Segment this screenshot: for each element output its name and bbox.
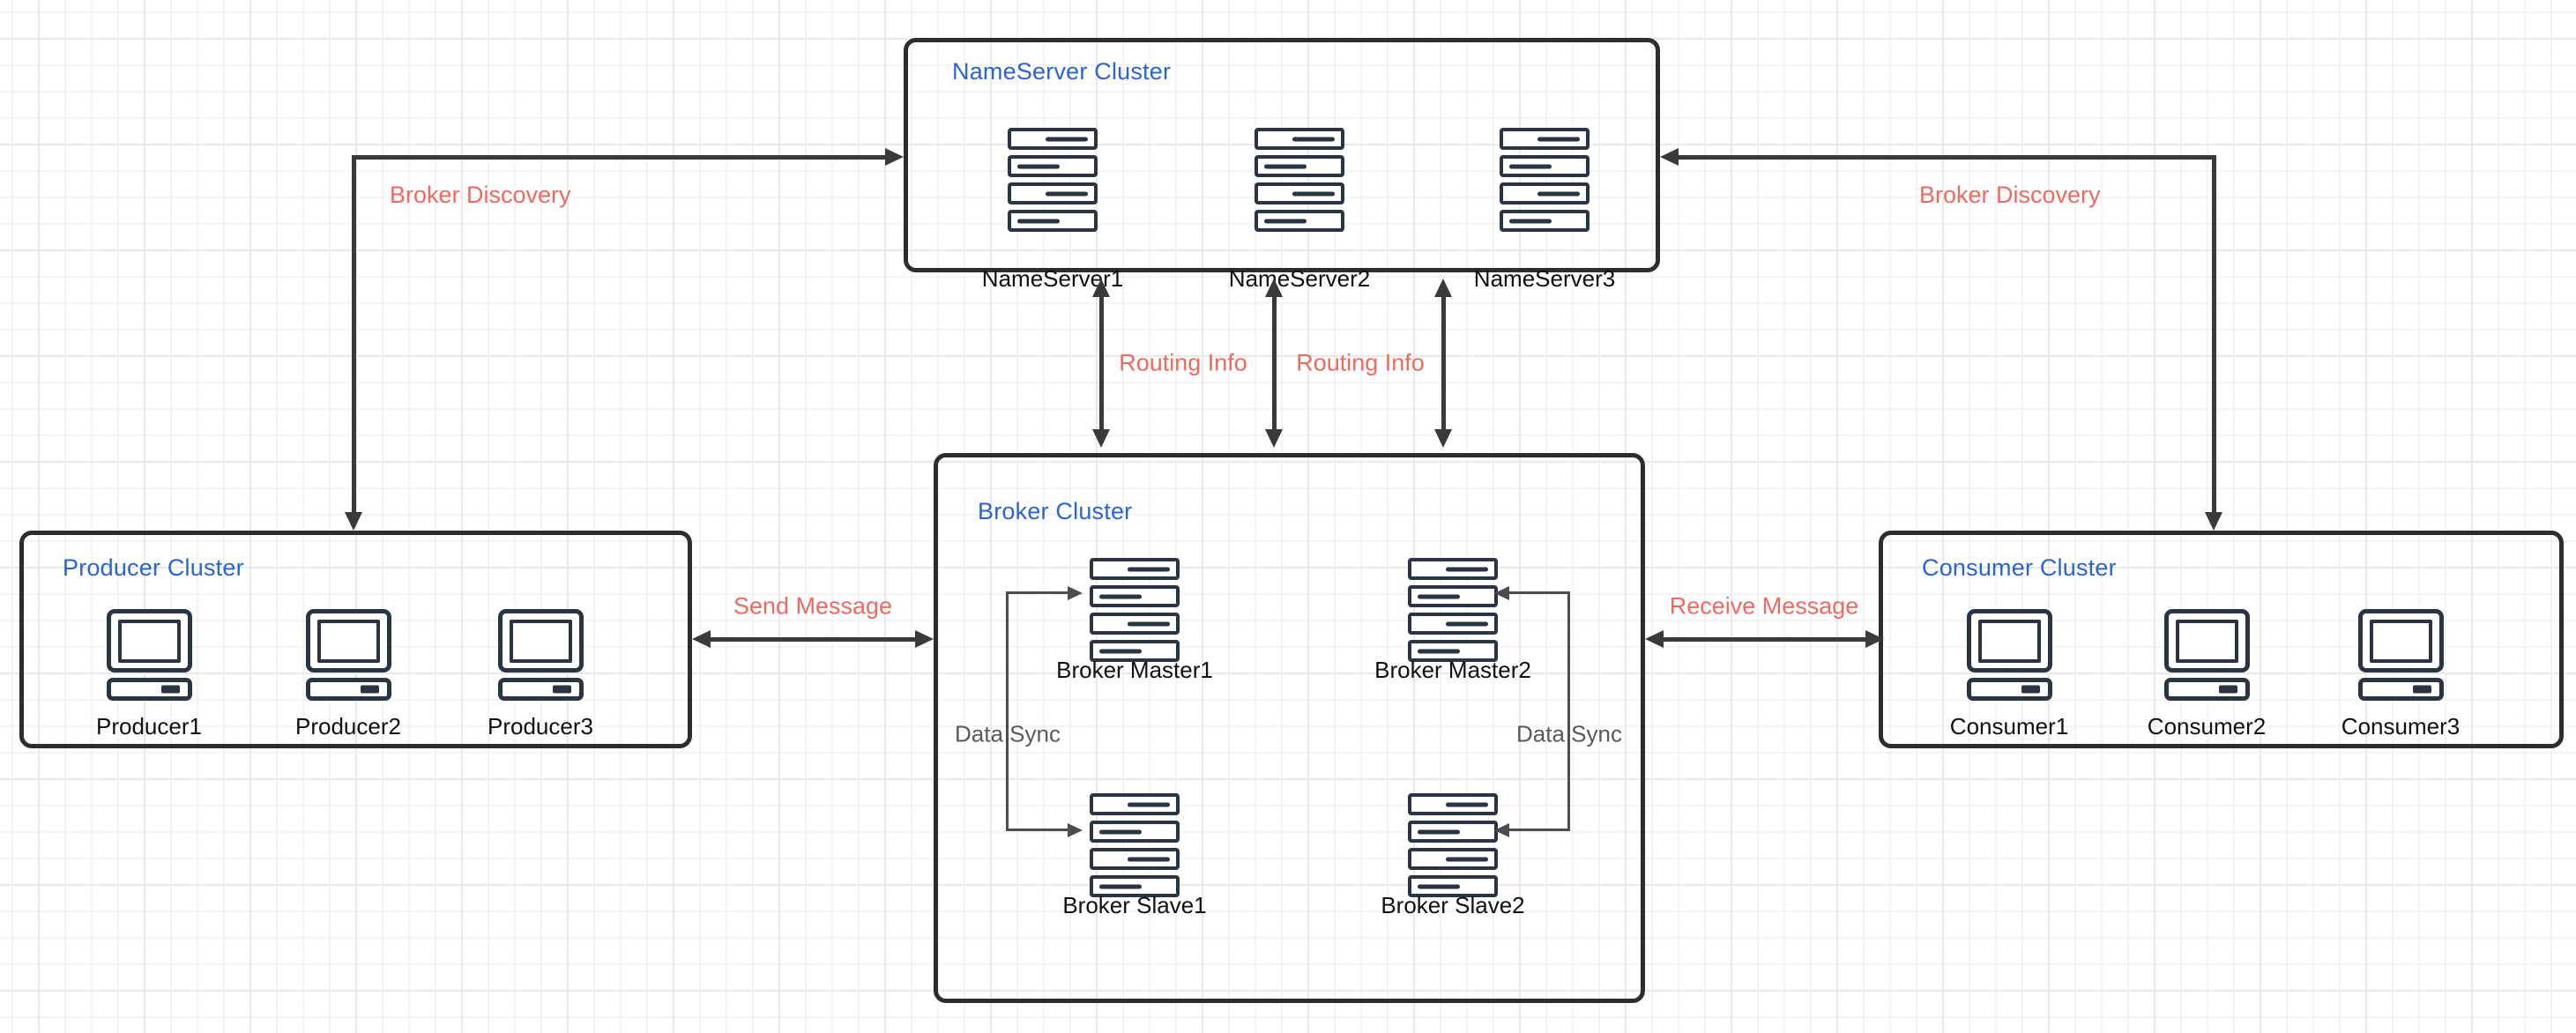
edge-data-sync-left-bottom-hline (1006, 829, 1068, 831)
consumer-cluster-title: Consumer Cluster (1922, 554, 2117, 581)
arrow-head-left (692, 630, 711, 648)
edge-routing-vline-3 (1441, 294, 1446, 432)
arrow-head-up (1265, 279, 1283, 297)
node-label-consumer1: Consumer1 (1949, 713, 2069, 739)
desktop-computer-icon (2358, 609, 2444, 701)
server-rack-icon (1008, 128, 1098, 232)
server-rack-icon (1408, 793, 1498, 897)
arrow-head-up (1092, 279, 1110, 297)
edge-broker-discovery-right-hline (1679, 155, 2215, 160)
broker-cluster-title: Broker Cluster (978, 498, 1133, 524)
server-rack-icon (1408, 558, 1498, 662)
edge-label-data-sync-left: Data Sync (955, 720, 1061, 747)
desktop-computer-icon (498, 609, 584, 701)
edge-data-sync-left-vline (1006, 591, 1009, 831)
edge-routing-vline-2 (1272, 294, 1277, 432)
arrow-head-down (2205, 512, 2222, 531)
desktop-computer-icon (2164, 609, 2250, 701)
edge-label-routing-info-1: Routing Info (1119, 349, 1247, 376)
arrow-head-right (1068, 586, 1083, 600)
edge-data-sync-right-top-hline (1509, 591, 1570, 594)
edge-label-receive-message: Receive Message (1669, 592, 1859, 620)
edge-label-send-message: Send Message (733, 592, 893, 620)
producer-cluster-title: Producer Cluster (63, 554, 244, 581)
edge-data-sync-right-bottom-hline (1509, 829, 1570, 831)
edge-label-broker-discovery-right: Broker Discovery (1919, 182, 2101, 208)
desktop-computer-icon (1967, 609, 2052, 701)
edge-data-sync-left-top-hline (1006, 591, 1068, 594)
server-rack-icon (1090, 558, 1180, 662)
edge-broker-discovery-right-vline (2212, 155, 2216, 514)
producer-cluster-box: Producer Cluster Producer1 Producer2 Pro… (19, 531, 692, 748)
edge-broker-discovery-left-hline (352, 155, 886, 160)
arrow-head-left (1494, 586, 1509, 600)
server-rack-icon (1500, 128, 1590, 232)
node-label-broker-slave1: Broker Slave1 (1062, 892, 1207, 918)
edge-receive-message-line (1663, 637, 1866, 642)
node-label-broker-master1: Broker Master1 (1056, 657, 1213, 683)
node-label-consumer2: Consumer2 (2147, 713, 2267, 739)
arrow-head-left (1494, 823, 1509, 837)
desktop-computer-icon (107, 609, 192, 701)
arrow-head-left (1660, 148, 1679, 166)
arrow-head-right (1865, 630, 1884, 648)
server-rack-icon (1090, 793, 1180, 897)
edge-label-broker-discovery-left: Broker Discovery (390, 182, 571, 208)
arrow-head-down (1434, 429, 1452, 448)
arrow-head-down (1092, 429, 1110, 448)
edge-routing-vline-1 (1099, 294, 1104, 432)
arrow-head-right (915, 630, 934, 648)
arrow-head-up (1434, 279, 1452, 297)
arrow-head-right (1068, 823, 1083, 837)
edge-label-routing-info-2: Routing Info (1296, 349, 1425, 376)
server-rack-icon (1254, 128, 1344, 232)
consumer-cluster-box: Consumer Cluster Consumer1 Consumer2 Con… (1879, 531, 2564, 748)
desktop-computer-icon (306, 609, 391, 701)
arrow-head-right (885, 148, 904, 166)
node-label-nameserver2: NameServer2 (1228, 265, 1371, 292)
node-label-producer3: Producer3 (488, 713, 593, 739)
node-label-broker-slave2: Broker Slave2 (1381, 892, 1525, 918)
nameserver-cluster-title: NameServer Cluster (952, 58, 1172, 85)
edge-label-data-sync-right: Data Sync (1516, 720, 1622, 747)
nameserver-cluster-box: NameServer Cluster NameServer1 NameServe… (904, 38, 1660, 292)
broker-cluster-box: Broker Cluster Broker Master1 Broker Mas… (934, 453, 1645, 1003)
node-label-broker-master2: Broker Master2 (1374, 657, 1531, 683)
node-label-producer2: Producer2 (295, 713, 401, 739)
node-label-producer1: Producer1 (96, 713, 202, 739)
arrow-head-down (1265, 429, 1283, 448)
node-label-consumer3: Consumer3 (2341, 713, 2461, 739)
edge-broker-discovery-left-vline (352, 155, 356, 514)
arrow-head-left (1645, 630, 1664, 648)
edge-send-message-line (710, 637, 917, 642)
node-label-nameserver3: NameServer3 (1473, 265, 1616, 292)
edge-data-sync-right-vline (1567, 591, 1570, 831)
arrow-head-down (345, 512, 362, 531)
